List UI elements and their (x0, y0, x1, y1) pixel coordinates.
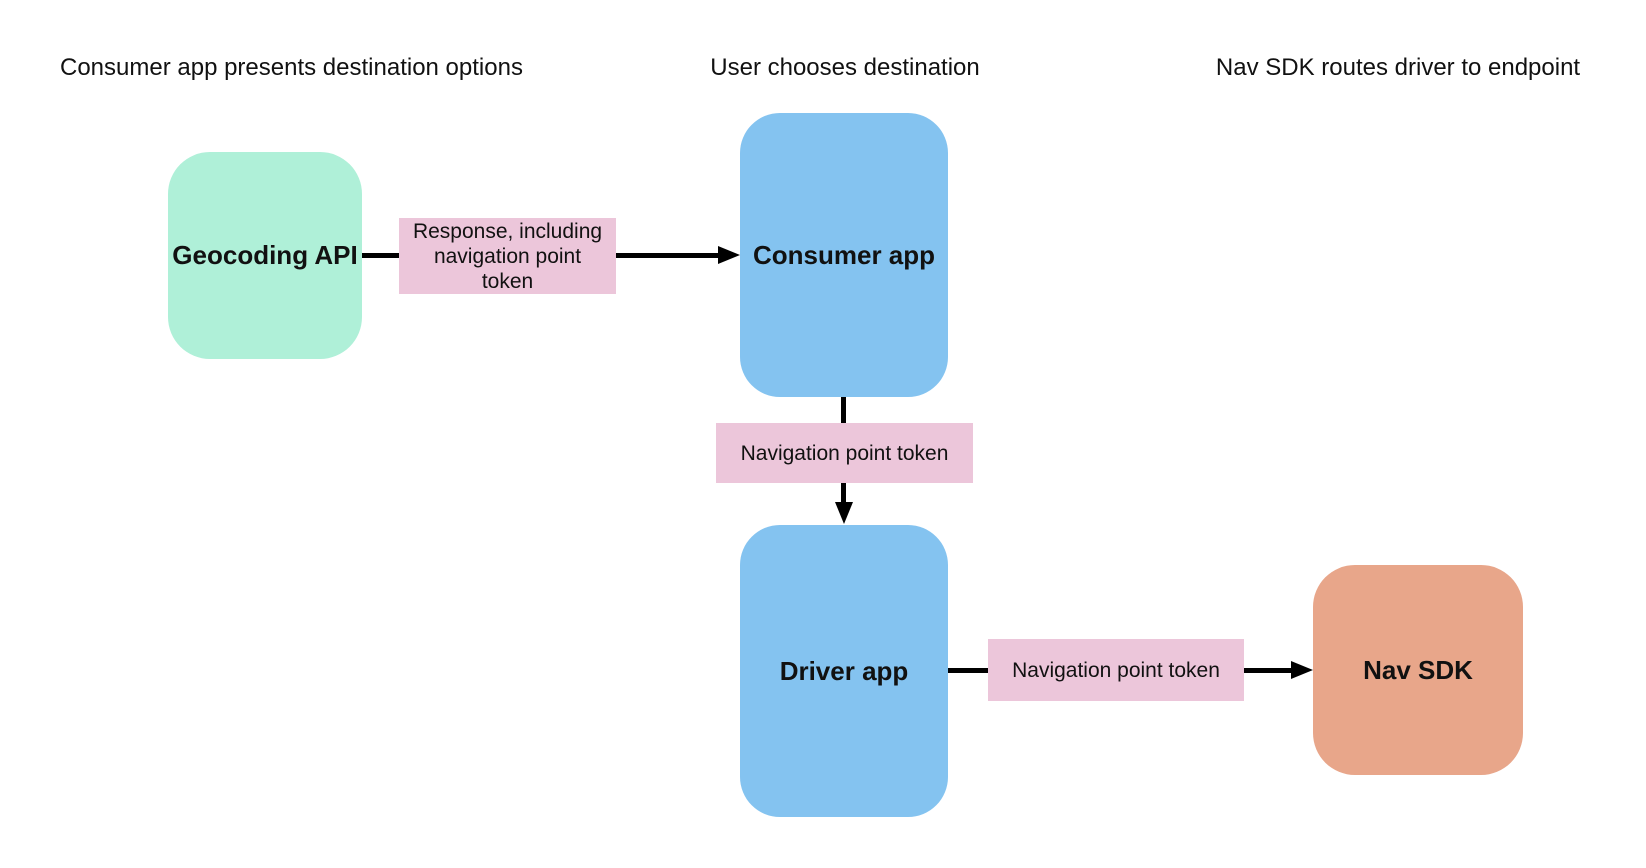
edge-label-navigation-point-token-vertical: Navigation point token (716, 423, 973, 483)
column-header-navsdk-routes: Nav SDK routes driver to endpoint (1215, 54, 1581, 81)
node-driver-app-label: Driver app (779, 655, 909, 686)
node-geocoding-api: Geocoding API (168, 152, 362, 359)
edge-label-navigation-point-token-horizontal: Navigation point token (988, 639, 1244, 701)
edge-label-response-including-token: Response, including navigation point tok… (399, 218, 616, 294)
node-consumer-app-label: Consumer app (752, 239, 936, 270)
column-header-consumer-presents: Consumer app presents destination option… (60, 54, 523, 81)
arrow-head-icon (718, 246, 740, 264)
node-driver-app: Driver app (740, 525, 948, 817)
arrow-head-icon (835, 502, 853, 524)
node-nav-sdk-label: Nav SDK (1363, 654, 1473, 685)
node-nav-sdk: Nav SDK (1313, 565, 1523, 775)
column-header-user-chooses: User chooses destination (710, 54, 980, 81)
arrow-head-icon (1291, 661, 1313, 679)
node-geocoding-api-label: Geocoding API (172, 240, 358, 270)
node-consumer-app: Consumer app (740, 113, 948, 397)
